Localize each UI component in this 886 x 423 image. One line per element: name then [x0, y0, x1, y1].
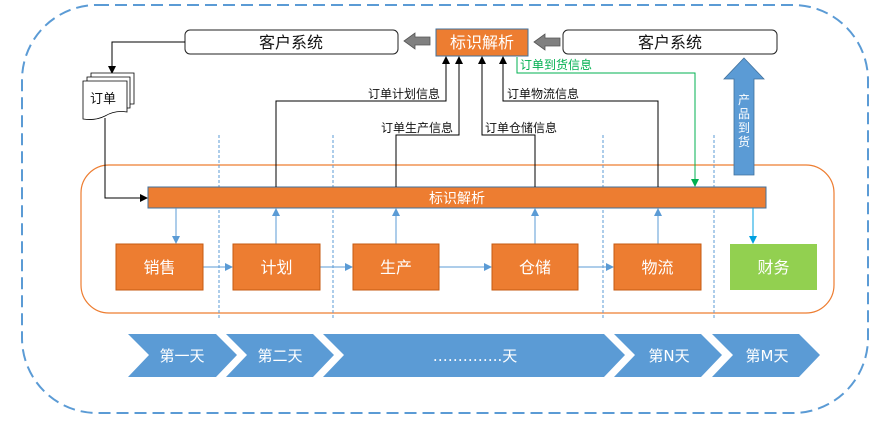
day-chevron-ellipsis: …………..天	[323, 334, 625, 377]
id-resolution-bar[interactable]: 标识解析	[147, 186, 767, 209]
customer-system-right[interactable]: 客户系统	[562, 29, 778, 55]
production-info-label: 订单生产信息	[381, 120, 453, 135]
customer-system-left-label: 客户系统	[259, 33, 323, 52]
outer-dashed-boundary	[21, 4, 869, 414]
stage-sales-label: 销售	[143, 258, 175, 277]
stage-plan-label: 计划	[260, 258, 292, 277]
plan-info-line	[275, 56, 450, 187]
day-m-label: 第M天	[746, 347, 789, 365]
stage-finance-label: 财务	[757, 258, 789, 277]
id-resolution-top[interactable]: 标识解析	[435, 28, 529, 57]
logistics-info-line	[499, 56, 659, 187]
stage-production[interactable]: 生产	[352, 243, 440, 291]
logistics-info-label: 订单物流信息	[507, 86, 579, 101]
stage-logistics[interactable]: 物流	[613, 243, 702, 291]
customer-system-right-label: 客户系统	[638, 33, 702, 52]
customer-system-left[interactable]: 客户系统	[184, 29, 399, 55]
day-chevron-n: 第N天	[614, 334, 722, 377]
product-arrival-char: 货	[738, 134, 750, 149]
warehouse-info-line	[478, 56, 536, 187]
stage-warehouse[interactable]: 仓储	[491, 243, 579, 291]
order-arrival-label: 订单到货信息	[520, 57, 592, 72]
day-1-label: 第一天	[159, 347, 204, 365]
day-n-label: 第N天	[648, 347, 689, 365]
id-resolution-top-label: 标识解析	[450, 33, 514, 52]
stage-plan[interactable]: 计划	[232, 243, 321, 291]
order-to-bar-line	[104, 118, 148, 202]
product-arrival-arrow: 产 品 到 货	[723, 57, 765, 176]
order-document-label: 订单	[90, 92, 116, 107]
day-chevron-m: 第M天	[712, 334, 820, 377]
warehouse-info-label: 订单仓储信息	[485, 120, 557, 135]
stage-sales[interactable]: 销售	[115, 243, 204, 291]
product-arrival-char: 到	[738, 121, 750, 135]
customer-to-order-line	[108, 41, 185, 74]
grey-arrow-right-icon	[533, 33, 561, 51]
day-separators	[218, 135, 715, 318]
day-chevron-2: 第二天	[226, 334, 334, 377]
product-arrival-char: 产	[738, 93, 750, 107]
stage-production-label: 生产	[380, 258, 412, 277]
id-resolution-bar-label: 标识解析	[429, 191, 485, 207]
order-document-icon[interactable]: 订单	[82, 72, 135, 120]
enterprise-region	[80, 164, 835, 314]
order-arrival-line	[516, 57, 699, 187]
production-info-line	[395, 56, 463, 187]
day-2-label: 第二天	[257, 347, 302, 365]
stage-logistics-label: 物流	[641, 258, 673, 277]
day-chevron-1: 第一天	[128, 334, 237, 377]
grey-arrow-left-icon	[403, 32, 431, 50]
stage-finance[interactable]: 财务	[730, 244, 817, 290]
day-ellipsis-label: …………..天	[433, 347, 518, 365]
plan-info-label: 订单计划信息	[368, 86, 440, 101]
product-arrival-char: 品	[738, 107, 750, 121]
stage-warehouse-label: 仓储	[519, 258, 551, 277]
